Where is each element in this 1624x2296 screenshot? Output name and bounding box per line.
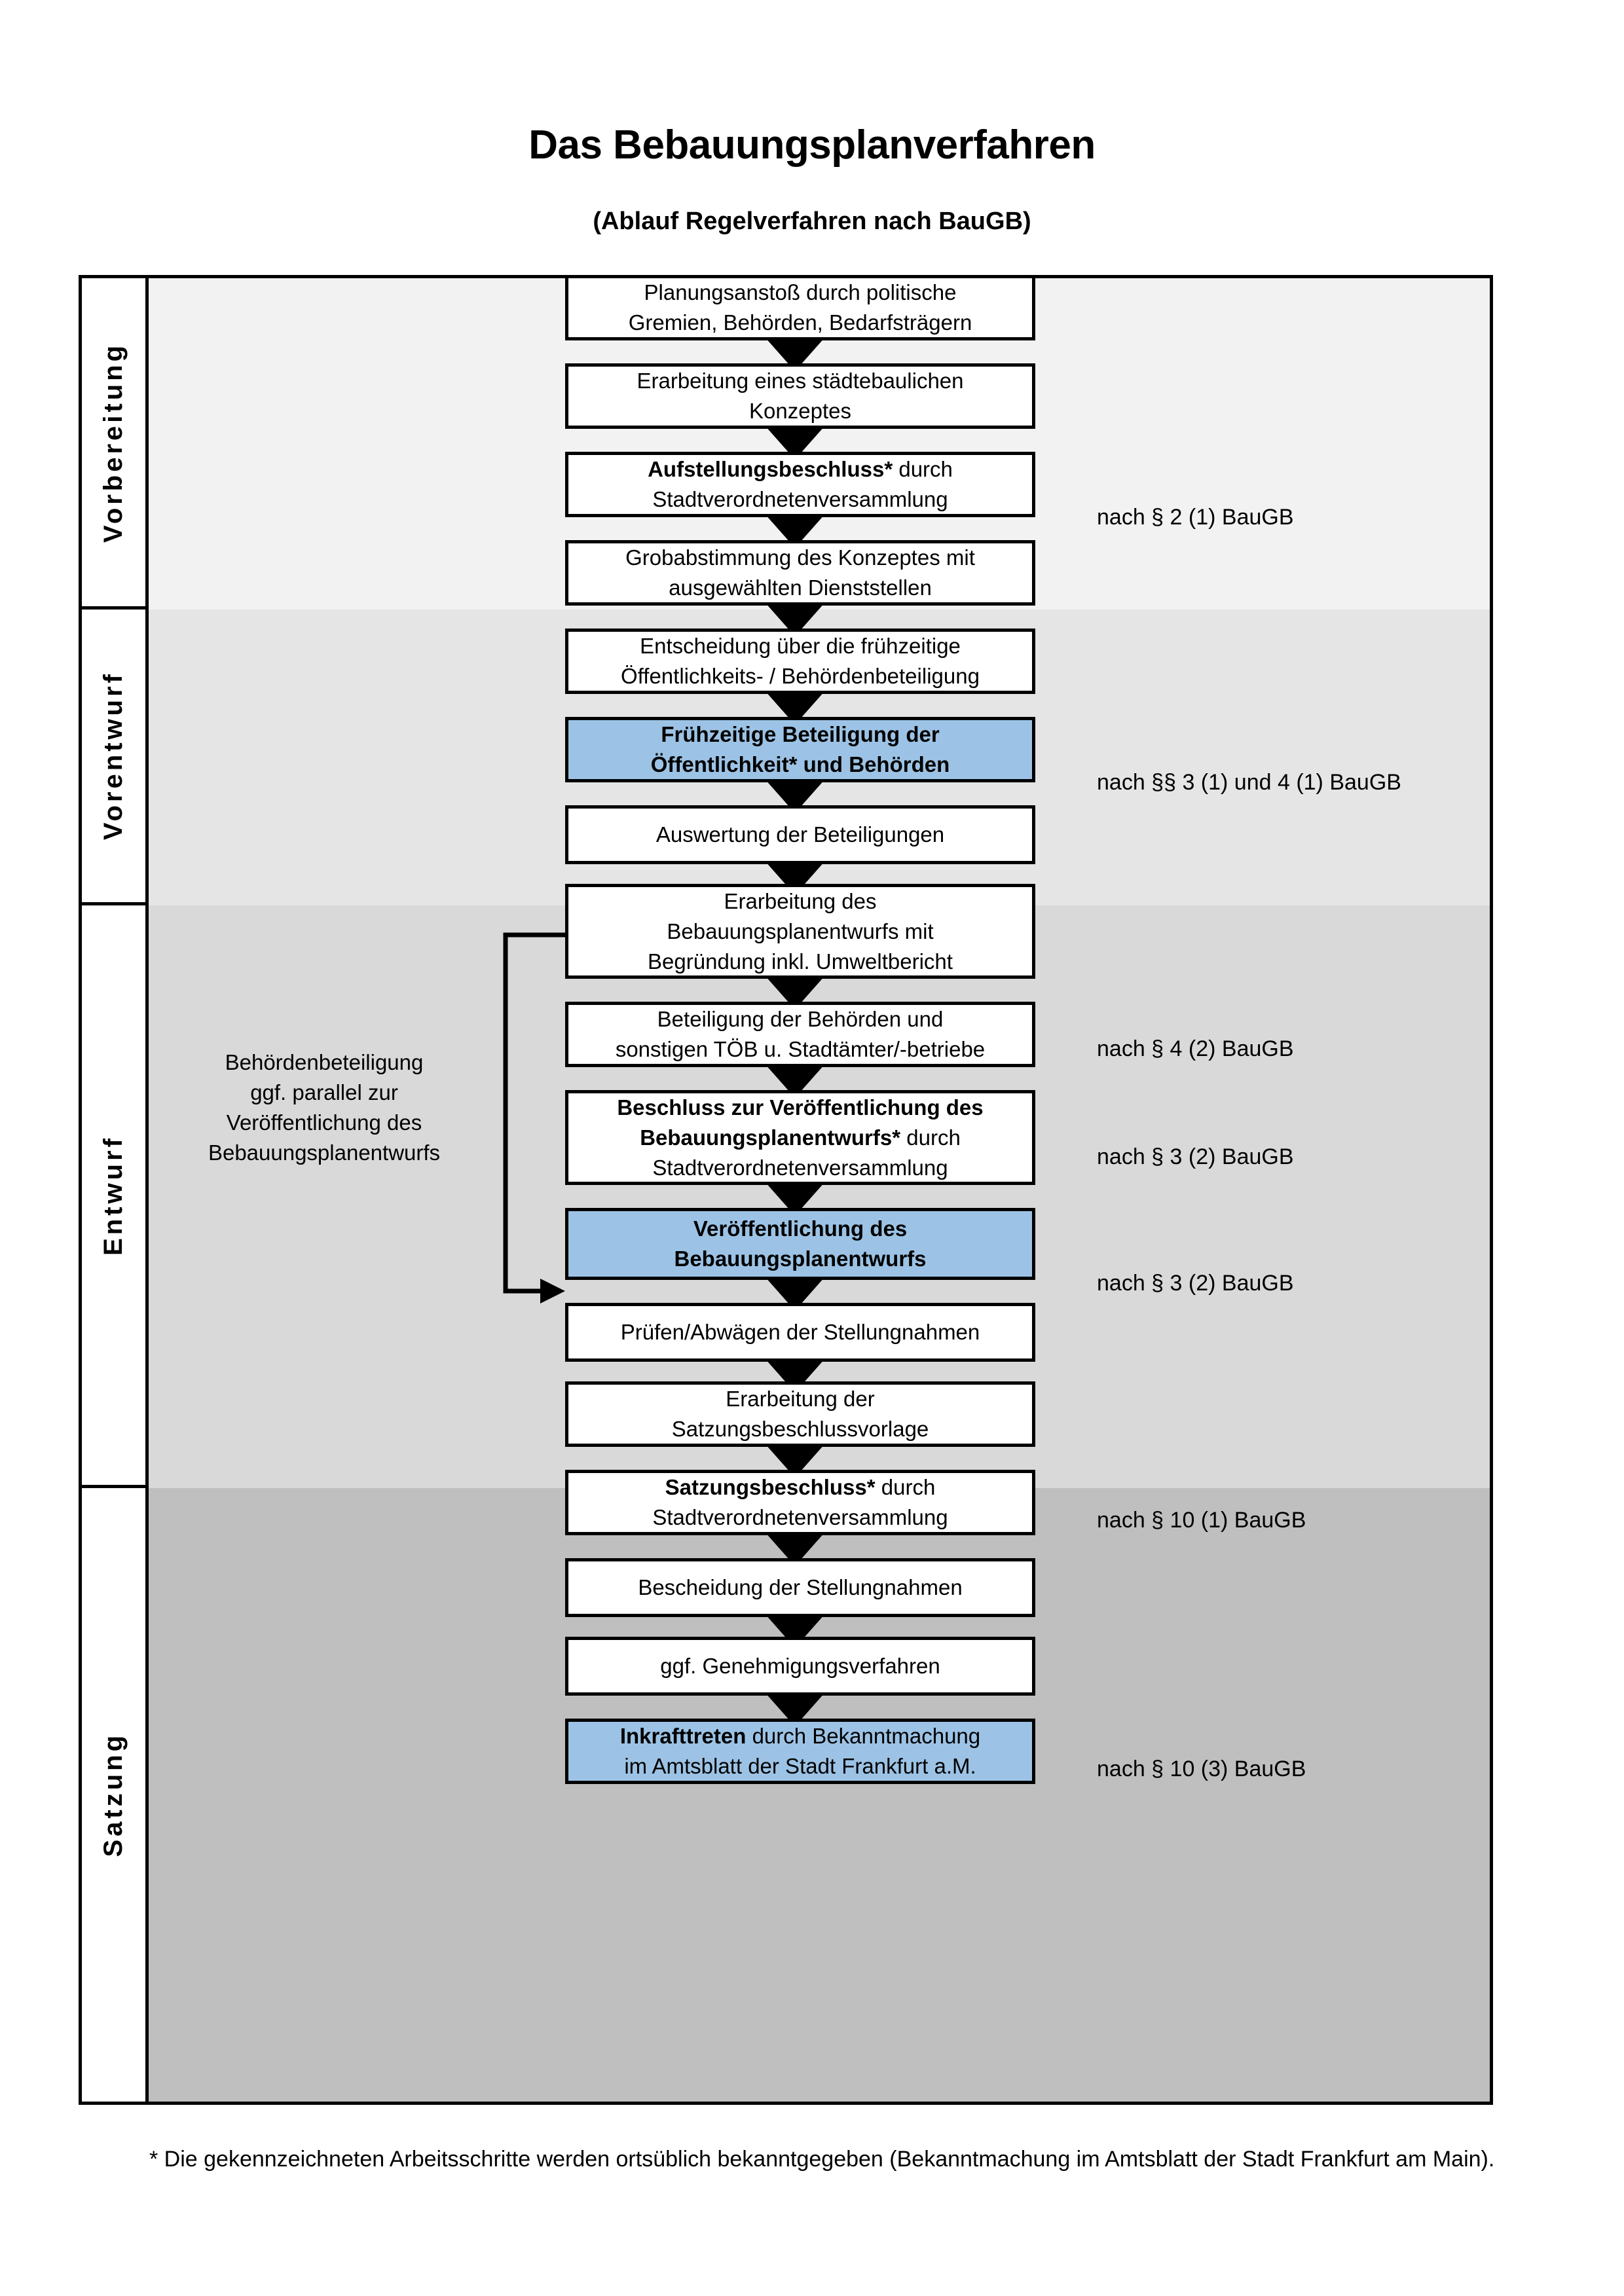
flow-box-line: Begründung inkl. Umweltbericht <box>648 949 953 974</box>
phase-label-vorbereitung: Vorbereitung <box>82 278 145 610</box>
flow-box-rest: durch <box>900 1125 961 1150</box>
flow-box-genehmigungsverfahren[interactable]: ggf. Genehmigungsverfahren <box>565 1637 1035 1696</box>
phase-label-text: Vorentwurf <box>99 671 128 841</box>
flow-box-line: Öffentlichkeit* und Behörden <box>651 750 950 780</box>
side-note-parallel-beteiligung: Behördenbeteiligung ggf. parallel zur Ve… <box>174 1048 475 1168</box>
flow-box-line: Satzungsbeschlussvorlage <box>671 1417 929 1441</box>
flow-box-line: Erarbeitung der <box>726 1387 875 1411</box>
flow-box-line: sonstigen TÖB u. Stadtämter/-betriebe <box>615 1037 986 1061</box>
annotation-par-2-1: nach § 2 (1) BauGB <box>1097 505 1294 530</box>
flow-box-line: Stadtverordnetenversammlung <box>652 1505 948 1529</box>
flow-box-bescheidung[interactable]: Bescheidung der Stellungnahmen <box>565 1558 1035 1617</box>
flow-box-beteiligung-behoerden[interactable]: Beteiligung der Behörden und sonstigen T… <box>565 1002 1035 1067</box>
flow-box-line: Erarbeitung eines städtebaulichen <box>637 369 964 393</box>
flow-box-rest: durch <box>875 1475 936 1499</box>
flow-box-emphasis: Bebauungsplanentwurfs* <box>640 1125 901 1150</box>
footnote: * Die gekennzeichneten Arbeitsschritte w… <box>149 2147 1495 2172</box>
flowchart-frame: Vorbereitung Vorentwurf Entwurf Satzung … <box>79 275 1493 2105</box>
flow-box-line: Bebauungsplanentwurfs* durch <box>640 1123 961 1153</box>
flow-box-line: Entscheidung über die frühzeitige <box>640 634 961 658</box>
flow-box-entscheidung-fruehzeitig[interactable]: Entscheidung über die frühzeitige Öffent… <box>565 629 1035 694</box>
flow-box-pruefen-abwaegen[interactable]: Prüfen/Abwägen der Stellungnahmen <box>565 1303 1035 1362</box>
flow-box-line: Planungsanstoß durch politische <box>644 280 957 304</box>
annotation-par-4-2: nach § 4 (2) BauGB <box>1097 1036 1294 1061</box>
flow-box-inkrafttreten[interactable]: Inkrafttreten durch Bekanntmachung im Am… <box>565 1719 1035 1784</box>
flow-box-satzungsbeschluss[interactable]: Satzungsbeschluss* durch Stadtverordnete… <box>565 1470 1035 1535</box>
flow-box-rest: durch Bekanntmachung <box>746 1724 981 1748</box>
annotation-par-3-1-4-1: nach §§ 3 (1) und 4 (1) BauGB <box>1097 770 1401 795</box>
annotation-par-10-3: nach § 10 (3) BauGB <box>1097 1757 1306 1781</box>
flow-box-line: Konzeptes <box>749 399 851 423</box>
flow-box-line: Auswertung der Beteiligungen <box>655 822 945 847</box>
flow-box-line: ausgewählten Dienststellen <box>669 575 932 600</box>
flow-box-satzungsvorlage[interactable]: Erarbeitung der Satzungsbeschlussvorlage <box>565 1381 1035 1447</box>
page-subtitle: (Ablauf Regelverfahren nach BauGB) <box>593 208 1031 235</box>
flow-box-line: Aufstellungsbeschluss* durch <box>648 454 953 484</box>
phase-label-satzung: Satzung <box>82 1488 145 2102</box>
flow-box-line: Grobabstimmung des Konzeptes mit <box>625 545 975 570</box>
flow-box-aufstellungsbeschluss[interactable]: Aufstellungsbeschluss* durch Stadtverord… <box>565 452 1035 517</box>
flow-box-fruehzeitige-beteiligung[interactable]: Frühzeitige Beteiligung der Öffentlichke… <box>565 717 1035 782</box>
flow-box-line: Bebauungsplanentwurfs <box>674 1244 926 1274</box>
side-note-line: ggf. parallel zur <box>250 1080 398 1104</box>
flow-box-erarbeitung-entwurf[interactable]: Erarbeitung des Bebauungsplanentwurfs mi… <box>565 884 1035 979</box>
flow-box-line: Stadtverordnetenversammlung <box>652 1155 948 1180</box>
flow-box-line: Erarbeitung des <box>724 888 877 913</box>
flow-box-line: im Amtsblatt der Stadt Frankfurt a.M. <box>624 1754 976 1778</box>
flow-box-planungsanstoss[interactable]: Planungsanstoß durch politische Gremien,… <box>565 275 1035 340</box>
flow-box-emphasis: Inkrafttreten <box>619 1724 747 1748</box>
flow-box-line: Inkrafttreten durch Bekanntmachung <box>620 1721 980 1751</box>
side-note-line: Veröffentlichung des <box>226 1110 422 1135</box>
flow-box-emphasis: Veröffentlichung des <box>693 1216 908 1241</box>
flow-box-line: Stadtverordnetenversammlung <box>652 487 948 511</box>
annotation-par-3-2-b: nach § 3 (2) BauGB <box>1097 1271 1294 1296</box>
flow-box-beschluss-veroeffentlichung[interactable]: Beschluss zur Veröffentlichung des Bebau… <box>565 1090 1035 1185</box>
flow-box-line: Satzungsbeschluss* durch <box>665 1472 936 1503</box>
flow-box-line: Prüfen/Abwägen der Stellungnahmen <box>620 1320 980 1344</box>
flow-box-emphasis: Aufstellungsbeschluss* <box>648 457 893 481</box>
phase-label-entwurf: Entwurf <box>82 905 145 1488</box>
side-note-line: Behördenbeteiligung <box>225 1050 424 1074</box>
flow-box-emphasis: Beschluss zur Veröffentlichung des <box>617 1095 984 1120</box>
phase-label-text: Satzung <box>99 1732 128 1857</box>
phase-label-text: Vorbereitung <box>99 342 128 543</box>
flow-box-emphasis: Bebauungsplanentwurfs <box>674 1247 927 1271</box>
phase-label-column: Vorbereitung Vorentwurf Entwurf Satzung <box>82 278 149 2102</box>
flow-box-auswertung[interactable]: Auswertung der Beteiligungen <box>565 805 1035 864</box>
annotation-par-10-1: nach § 10 (1) BauGB <box>1097 1508 1306 1533</box>
annotation-par-3-2-a: nach § 3 (2) BauGB <box>1097 1144 1294 1169</box>
flow-box-veroeffentlichung[interactable]: Veröffentlichung des Bebauungsplanentwur… <box>565 1208 1035 1280</box>
flow-box-line: Gremien, Behörden, Bedarfsträgern <box>628 310 972 335</box>
flow-box-line: ggf. Genehmigungsverfahren <box>660 1654 940 1678</box>
phase-label-vorentwurf: Vorentwurf <box>82 610 145 905</box>
flow-box-grobabstimmung[interactable]: Grobabstimmung des Konzeptes mit ausgewä… <box>565 540 1035 606</box>
flow-box-line: Bescheidung der Stellungnahmen <box>638 1575 963 1599</box>
side-note-line: Bebauungsplanentwurfs <box>208 1140 441 1165</box>
flow-box-line: Beschluss zur Veröffentlichung des <box>617 1093 983 1123</box>
phase-label-text: Entwurf <box>99 1135 128 1256</box>
flow-box-line: Frühzeitige Beteiligung der <box>661 720 939 750</box>
flow-box-emphasis: Satzungsbeschluss* <box>665 1475 876 1499</box>
page-title: Das Bebauungsplanverfahren <box>528 122 1096 168</box>
flow-box-konzept[interactable]: Erarbeitung eines städtebaulichen Konzep… <box>565 363 1035 429</box>
flow-box-rest: durch <box>893 457 953 481</box>
flow-box-emphasis: Frühzeitige Beteiligung der <box>661 722 940 746</box>
flow-box-emphasis: Öffentlichkeit* und Behörden <box>650 752 950 776</box>
flow-box-line: Veröffentlichung des <box>693 1214 907 1244</box>
flow-box-line: Beteiligung der Behörden und <box>657 1007 944 1031</box>
flow-box-line: Bebauungsplanentwurfs mit <box>667 919 934 943</box>
flow-box-line: Öffentlichkeits- / Behördenbeteiligung <box>621 664 980 688</box>
